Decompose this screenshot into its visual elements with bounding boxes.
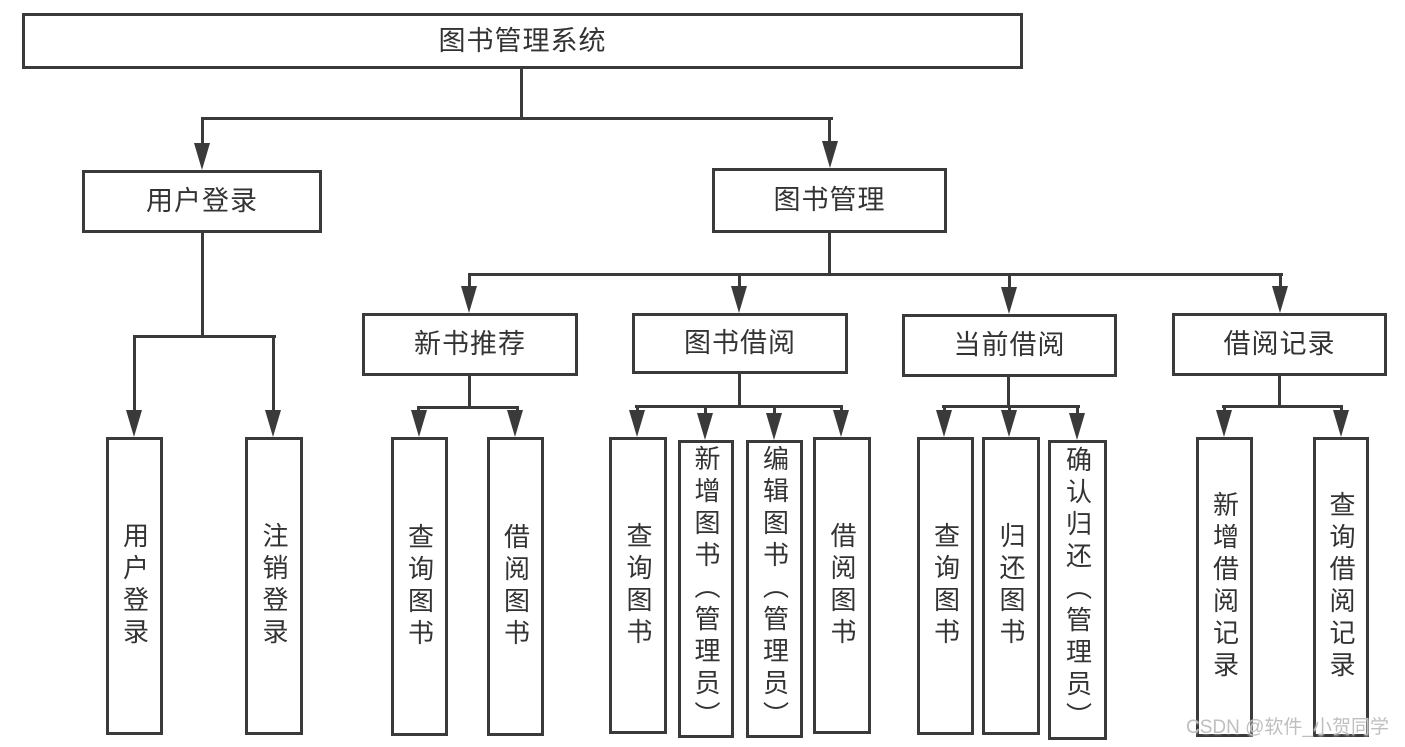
csdn-watermark: CSDN @软件_小贺同学 <box>1186 717 1389 738</box>
node-library-management-system: 图书管理系统 <box>22 13 1023 69</box>
node-book-borrow: 图书借阅 <box>632 313 848 374</box>
node-query-book-3: 查询图书 <box>917 437 974 735</box>
connector-arrowhead-down <box>1216 410 1232 437</box>
connector-line <box>1222 405 1343 408</box>
connector-line <box>468 273 471 288</box>
connector-line <box>1076 405 1079 414</box>
node-query-book-2: 查询图书 <box>609 437 667 734</box>
connector-line <box>201 233 204 337</box>
connector-arrowhead-down <box>1333 410 1349 437</box>
connector-line <box>468 376 471 408</box>
connector-arrowhead-down <box>265 410 281 437</box>
connector-arrowhead-down <box>731 286 747 313</box>
connector-line <box>468 273 1283 276</box>
connector-arrowhead-down <box>833 410 849 437</box>
connector-line <box>943 405 946 412</box>
connector-arrowhead-down <box>461 286 477 313</box>
node-user-login-leaf: 用户登录 <box>106 437 163 735</box>
connector-arrowhead-down <box>697 413 713 440</box>
connector-line <box>773 405 776 414</box>
connector-arrowhead-down <box>1001 410 1017 437</box>
node-return-book: 归还图书 <box>982 437 1040 735</box>
node-confirm-return-admin: 确认归还（管理员） <box>1048 440 1107 740</box>
connector-line <box>635 405 843 408</box>
node-borrow-book-1: 借阅图书 <box>487 437 544 736</box>
connector-line <box>1007 377 1010 407</box>
connector-line <box>828 117 831 143</box>
connector-line <box>417 406 420 412</box>
connector-line <box>520 69 523 119</box>
connector-line <box>201 117 833 120</box>
connector-line <box>738 374 741 407</box>
connector-line <box>840 405 843 412</box>
connector-line <box>417 406 519 409</box>
connector-line <box>738 273 741 288</box>
node-current-borrow: 当前借阅 <box>902 314 1117 377</box>
node-edit-book-admin: 编辑图书（管理员） <box>746 440 803 738</box>
connector-line <box>1223 405 1226 412</box>
connector-line <box>516 406 519 412</box>
connector-line <box>942 405 1080 408</box>
connector-arrowhead-down <box>1069 413 1085 440</box>
node-user-login: 用户登录 <box>82 170 322 233</box>
node-add-book-admin: 新增图书（管理员） <box>678 440 734 738</box>
node-book-management: 图书管理 <box>712 168 947 233</box>
connector-line <box>133 335 276 338</box>
connector-line <box>1279 273 1282 288</box>
node-query-borrow-record: 查询借阅记录 <box>1313 437 1369 737</box>
connector-line <box>1008 273 1011 288</box>
connector-line <box>272 335 275 412</box>
connector-arrowhead-down <box>507 410 523 437</box>
connector-arrowhead-down <box>1001 287 1017 314</box>
connector-arrowhead-down <box>936 410 952 437</box>
node-borrow-record: 借阅记录 <box>1172 313 1387 376</box>
connector-line <box>1340 405 1343 412</box>
connector-arrowhead-down <box>822 141 838 168</box>
connector-line <box>1278 376 1281 407</box>
connector-arrowhead-down <box>629 410 645 437</box>
connector-arrowhead-down <box>126 410 142 437</box>
connector-arrowhead-down <box>411 410 427 437</box>
node-logout: 注销登录 <box>245 437 303 735</box>
connector-line <box>201 117 204 145</box>
node-borrow-book-2: 借阅图书 <box>813 437 871 734</box>
node-query-book-1: 查询图书 <box>391 437 448 736</box>
node-add-borrow-record: 新增借阅记录 <box>1196 437 1253 737</box>
connector-arrowhead-down <box>1272 286 1288 313</box>
connector-line <box>133 335 136 412</box>
connector-arrowhead-down <box>766 413 782 440</box>
connector-line <box>636 405 639 412</box>
node-new-book-recommend: 新书推荐 <box>362 313 578 376</box>
connector-line <box>1008 405 1011 412</box>
connector-line <box>828 233 831 275</box>
connector-arrowhead-down <box>194 143 210 170</box>
connector-line <box>704 405 707 414</box>
